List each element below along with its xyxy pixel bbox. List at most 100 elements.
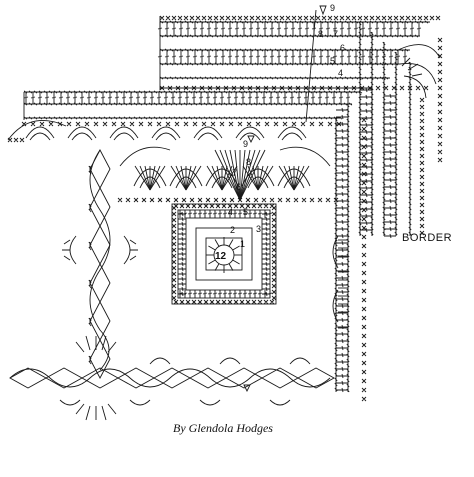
corner-arc <box>7 119 67 141</box>
top-scallop <box>25 126 55 139</box>
bottom-lattice-leaf <box>59 399 291 406</box>
motif-square-edge <box>171 205 177 301</box>
motif-center-shell <box>239 149 266 201</box>
motif-fan-spoke <box>149 165 166 191</box>
motif-fan-spoke <box>185 165 197 191</box>
motif-square-edge <box>173 299 275 305</box>
motif-fan-spoke <box>221 165 233 191</box>
border-corner-fan <box>397 44 441 99</box>
motif-center-shell <box>239 149 251 201</box>
center-ring-spoke <box>232 259 240 265</box>
round-label-9: 9 <box>330 3 335 13</box>
motif-fan-spoke <box>257 165 274 191</box>
top-scallop <box>281 132 303 141</box>
designer-credit: By Glendola Hodges <box>173 421 273 435</box>
motif-square-ring <box>195 227 253 281</box>
motif-fan-spoke <box>247 165 259 191</box>
motif-center-shell <box>239 149 246 201</box>
motif-square-posts <box>262 211 270 297</box>
frame-left-corner <box>7 137 25 143</box>
motif-round-label-9: 9 <box>243 139 248 149</box>
left-lattice-diamond <box>89 149 111 189</box>
border-corner-fan <box>401 57 423 77</box>
top-scallop <box>151 126 181 139</box>
top-scallop <box>235 126 265 139</box>
motif-fan-spoke <box>170 165 187 191</box>
motif-fan-spoke <box>257 165 264 191</box>
motif-fan-spoke <box>206 165 223 191</box>
motif-fan-spoke <box>216 165 223 191</box>
motif-round-label-5: 5 <box>243 207 248 217</box>
left-lattice-diamond <box>89 301 111 341</box>
top-scallop <box>197 132 219 141</box>
motif-fan-spoke <box>293 165 300 191</box>
right-lattice-leaf <box>332 235 339 323</box>
bottom-corner-fan <box>75 335 117 353</box>
round-label-8: 8 <box>318 29 323 39</box>
top-scallop <box>71 132 93 141</box>
motif-fan-spoke <box>139 165 151 191</box>
left-lattice-diamond <box>89 339 111 379</box>
motif-square-edge <box>271 205 277 301</box>
top-scallop <box>277 126 307 139</box>
motif-fan-spoke <box>257 165 269 191</box>
motif-fan-spoke <box>134 165 151 191</box>
round-label-5: 5 <box>330 56 335 66</box>
bottom-corner-fan <box>75 403 117 421</box>
border-posts-row <box>157 50 408 64</box>
top-scallop <box>193 126 223 139</box>
center-ring-spoke <box>232 245 240 251</box>
frame-top-posts <box>23 92 351 104</box>
bottom-lattice-diamond <box>45 367 83 389</box>
round-label-7: 7 <box>333 29 338 39</box>
left-lattice-wave <box>89 149 111 371</box>
left-lattice-diamond <box>89 187 111 227</box>
left-lattice-leaf <box>129 239 138 261</box>
left-lattice-leaf <box>69 235 131 265</box>
border-posts-row <box>157 22 422 36</box>
motif-fan-spoke <box>293 165 305 191</box>
center-ring-spoke <box>214 239 220 247</box>
bottom-lattice-leaf <box>149 357 311 365</box>
top-scallop <box>109 126 139 139</box>
border-posts-col <box>360 87 372 233</box>
motif-square-posts <box>177 290 273 298</box>
motif-round-label-3: 3 <box>256 224 261 234</box>
motif-fan-spoke <box>185 165 202 191</box>
motif-fan-spoke <box>278 165 295 191</box>
border-posts-col <box>384 93 396 239</box>
motif-center-shell <box>239 149 261 201</box>
motif-round-label-2: 2 <box>230 225 235 235</box>
bottom-lattice-diamond <box>297 367 335 389</box>
motif-round-label-6: 6 <box>236 182 241 192</box>
round-number-labels: 9 8 7 6 5 4 9 8 7 6 5 4 3 2 1 12 <box>215 3 345 262</box>
motif-center-shell <box>224 149 241 201</box>
motif-center-shell <box>229 149 241 201</box>
motif-fan-spoke <box>221 165 228 191</box>
top-scallop <box>113 132 135 141</box>
start-marker <box>319 5 327 16</box>
bottom-lattice-wave <box>9 368 331 388</box>
motif-fan-spoke <box>149 165 161 191</box>
round-label-4: 4 <box>338 68 343 78</box>
top-scallop <box>29 132 51 141</box>
motif-fan-outer <box>119 146 331 167</box>
left-lattice-leaf <box>62 239 71 261</box>
frame-right-posts <box>336 107 348 393</box>
border-edge-stitches-right <box>437 37 443 163</box>
border-edge-stitches <box>159 15 441 21</box>
frame-right-crosses <box>361 117 367 402</box>
motif-fan-spoke <box>283 165 295 191</box>
motif-fan-spoke <box>288 165 295 191</box>
motif-center-shell <box>234 149 241 201</box>
round-label-6: 6 <box>340 43 345 53</box>
start-marker <box>247 135 255 144</box>
motif-round-label-7: 7 <box>232 168 237 178</box>
border-label: BORDER <box>402 232 453 244</box>
motif-fan-spoke <box>180 165 187 191</box>
top-scallop <box>67 126 97 139</box>
bottom-lattice-diamond <box>9 367 47 389</box>
motif-fan-spoke <box>149 165 156 191</box>
bottom-lattice-diamond <box>117 367 155 389</box>
